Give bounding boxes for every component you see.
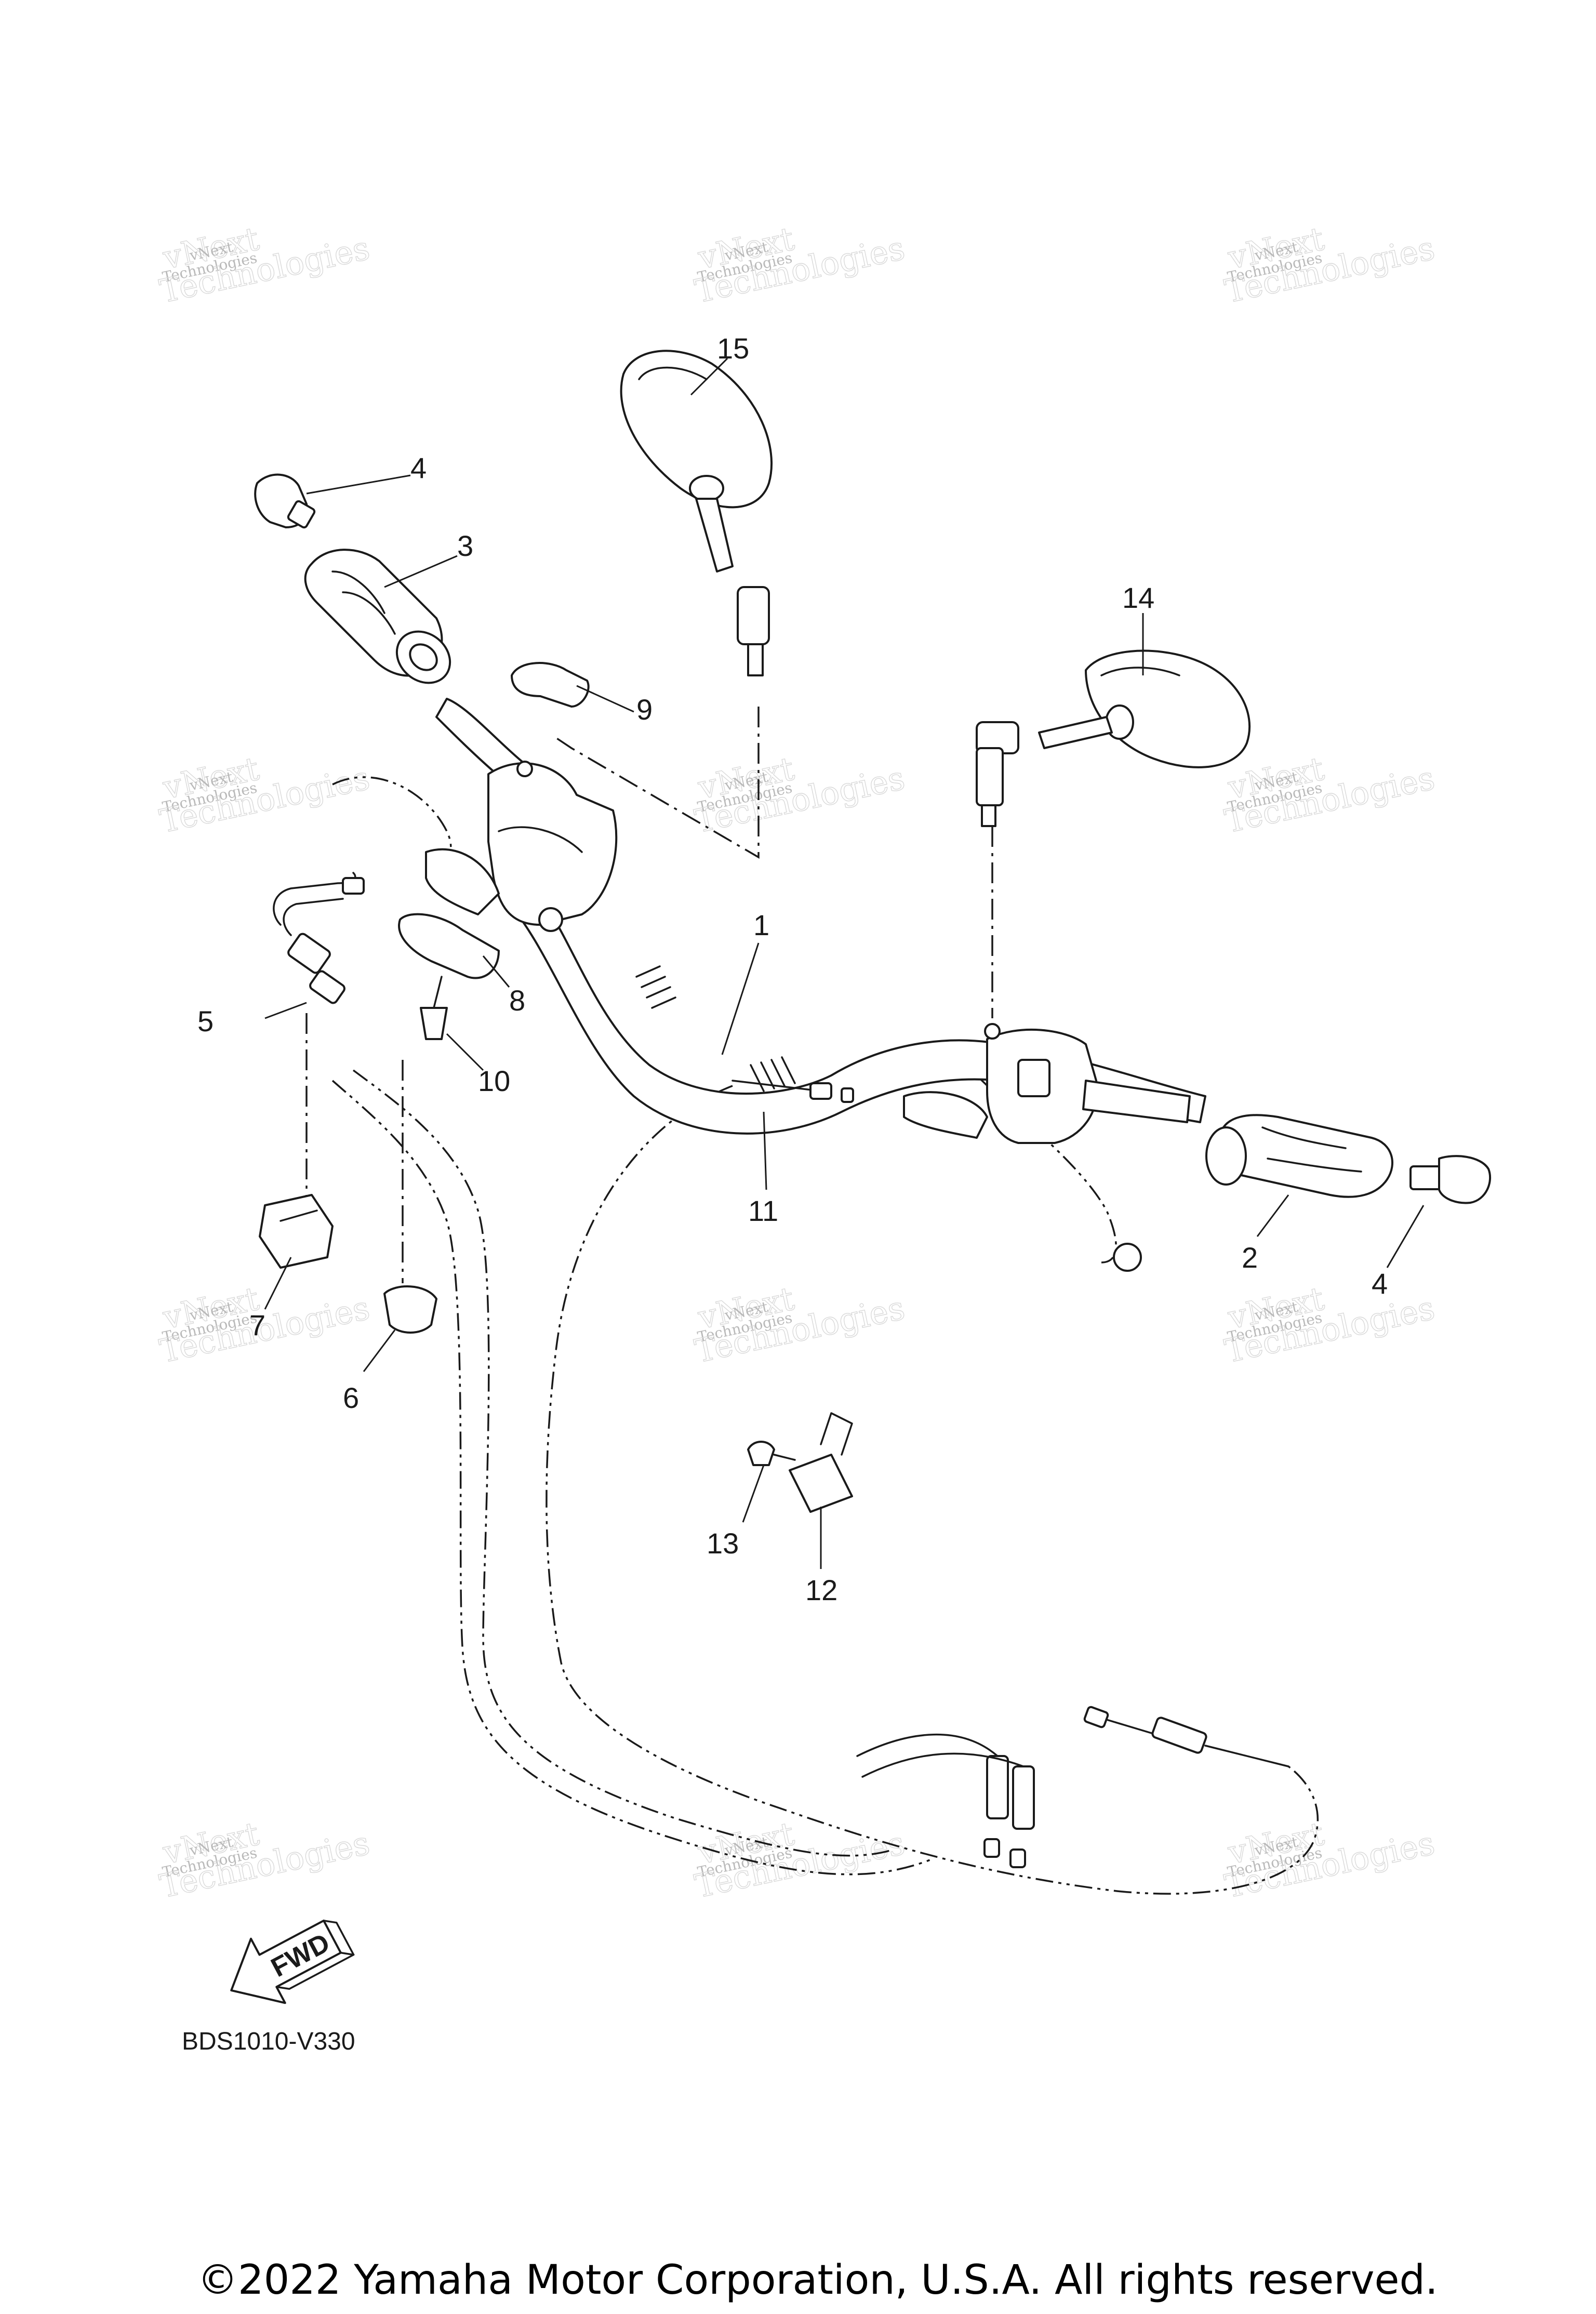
- callout-9: 9: [636, 693, 653, 726]
- right-switch-assembly: [903, 1023, 1191, 1272]
- cable-clamp: [383, 1285, 437, 1334]
- bar-end-weight-left: [254, 473, 316, 529]
- watermark: vNext vNext Technologies Technologies: [156, 219, 373, 311]
- fwd-arrow-icon: FWD: [230, 1919, 355, 2004]
- left-mirror: [620, 350, 773, 676]
- copyright-notice: ©2022 Yamaha Motor Corporation, U.S.A. A…: [197, 2257, 1438, 2304]
- callout-8: 8: [509, 984, 525, 1017]
- callout-4-left: 4: [410, 451, 427, 484]
- right-grip: [1205, 1114, 1393, 1198]
- switch-bracket: [747, 1412, 853, 1513]
- left-switch-assembly: [425, 761, 618, 932]
- callout-3: 3: [457, 529, 473, 562]
- watermark: vNext vNext Technologies Technologies: [691, 1279, 908, 1371]
- watermark: vNext vNext Technologies Technologies: [1221, 1814, 1438, 1906]
- throttle-cable-ends: [273, 872, 365, 1004]
- callout-15: 15: [717, 332, 749, 365]
- watermark: vNext vNext Technologies Technologies: [156, 1814, 373, 1906]
- callout-10: 10: [478, 1065, 510, 1097]
- diagram-code: BDS1010-V330: [182, 2028, 355, 2055]
- throttle-cable-adjusters: [856, 1734, 1035, 1868]
- callout-2: 2: [1242, 1241, 1258, 1274]
- watermark: vNext vNext Technologies Technologies: [1221, 219, 1438, 311]
- callout-12: 12: [805, 1574, 837, 1606]
- watermark-layer: vNext vNext Technologies Technologies vN…: [156, 219, 1438, 1906]
- callout-4-right: 4: [1372, 1267, 1388, 1300]
- watermark: vNext vNext Technologies Technologies: [156, 749, 373, 841]
- knurl-right: [750, 1056, 796, 1092]
- holder-cap: [511, 662, 590, 708]
- leader-lines: [264, 357, 1425, 1569]
- right-mirror: [976, 649, 1251, 827]
- knurl-left: [635, 965, 676, 1009]
- callouts: 1 2 3 4 4 5 6 7 8 9 10 11 12 13 14 15: [197, 332, 1388, 1606]
- left-grip: [304, 549, 451, 684]
- callout-13: 13: [707, 1527, 739, 1560]
- watermark: vNext vNext Technologies Technologies: [691, 219, 908, 311]
- callout-14: 14: [1122, 581, 1154, 614]
- watermark: vNext vNext Technologies Technologies: [691, 749, 908, 841]
- callout-1: 1: [753, 909, 769, 941]
- cable-routing: [305, 707, 1319, 1895]
- watermark: vNext vNext Technologies Technologies: [1221, 1279, 1438, 1371]
- watermark: vNext vNext Technologies Technologies: [691, 1814, 908, 1906]
- clutch-cable-lower-end: [1083, 1706, 1289, 1767]
- watermark: vNext vNext Technologies Technologies: [1221, 749, 1438, 841]
- cable-holder: [259, 1194, 334, 1269]
- bolt: [420, 976, 448, 1040]
- clutch-cable-end: [732, 1080, 854, 1103]
- callout-11: 11: [748, 1194, 778, 1227]
- lever-holder: [398, 913, 500, 979]
- callout-7: 7: [249, 1309, 265, 1341]
- bar-end-weight-right: [1409, 1155, 1492, 1204]
- callout-6: 6: [343, 1381, 359, 1414]
- callout-5: 5: [197, 1005, 214, 1038]
